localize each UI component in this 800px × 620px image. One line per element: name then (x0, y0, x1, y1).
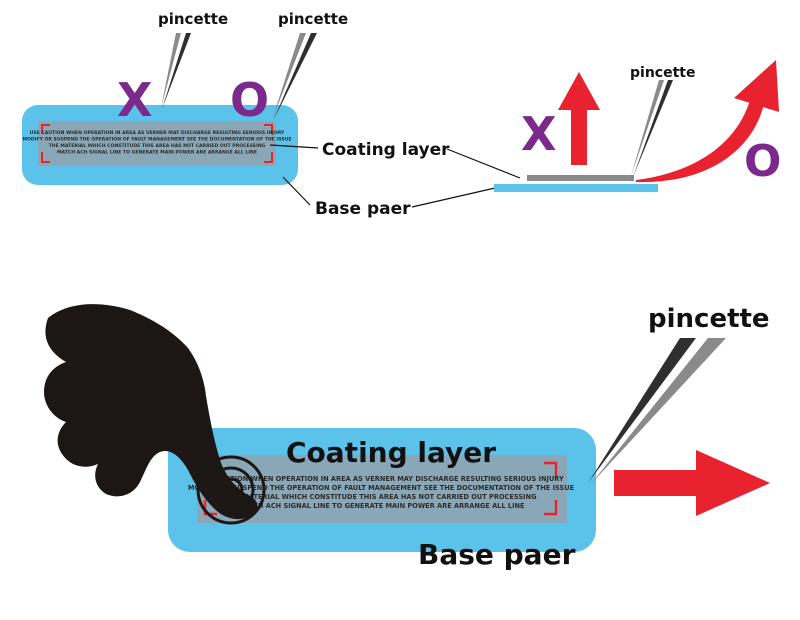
fine-print-line: USE CAUTION WHEN OPERATION IN AREA AS VE… (30, 130, 285, 136)
tweezers-icon (161, 33, 191, 109)
base-paper-label: Base paer (315, 199, 411, 219)
fine-print-line: MATCH ACH SIGNAL LINE TO GENERATE MAIN P… (57, 150, 257, 156)
coating-layer-label: Coating layer (322, 140, 450, 160)
hand-icon (44, 304, 258, 520)
base-paper-label-large: Base paer (418, 538, 576, 571)
corner-marks (41, 124, 273, 163)
pincette-label-large: pincette (648, 304, 770, 334)
wrong-mark: X (117, 73, 152, 127)
base-side-leader (411, 187, 496, 208)
fine-print-block: USE CAUTION WHEN OPERATION IN AREA AS VE… (22, 130, 291, 156)
correct-mark: O (230, 73, 269, 127)
base-paper-side (494, 184, 658, 192)
touch-ripple-icon (196, 455, 266, 525)
pincette-label-side: pincette (630, 65, 695, 81)
fine-print-line: USE CAUTION WHEN OPERATION IN AREA AS VE… (198, 475, 564, 483)
top-right-panel: pincette X O (411, 60, 781, 208)
up-arrow-icon (558, 72, 600, 165)
fine-print-block-large: USE CAUTION WHEN OPERATION IN AREA AS VE… (188, 475, 575, 510)
bottom-panel: USE CAUTION WHEN OPERATION IN AREA AS VE… (44, 304, 770, 571)
fine-print-line: MODIFY OR SUSPEND THE OPERATION OF FAULT… (22, 137, 291, 143)
fine-print-line: MODIFY OR SUSPEND THE OPERATION OF FAULT… (188, 484, 575, 492)
coating-leader-line (269, 144, 319, 149)
coating-layer-rect-large (197, 455, 567, 523)
coating-side-leader (446, 148, 521, 179)
pincette-label-right: pincette (278, 10, 348, 28)
curved-arrow-icon (636, 60, 779, 183)
coating-layer-rect (38, 121, 276, 166)
fine-print-line: MATCH ACH SIGNAL LINE TO GENERATE MAIN P… (237, 502, 525, 510)
wrong-mark-side: X (521, 107, 556, 161)
tweezers-icon (588, 338, 726, 485)
tweezers-icon (272, 33, 317, 121)
fine-print-line: THE MATERIAL WHICH CONSTITUDE THIS AREA … (49, 143, 266, 149)
coating-layer-label-large: Coating layer (286, 436, 496, 469)
top-left-panel: USE CAUTION WHEN OPERATION IN AREA AS VE… (22, 10, 450, 219)
right-arrow-icon (614, 450, 770, 516)
fine-print-line: THE MATERIAL WHICH CONSTITUDE THIS AREA … (226, 493, 537, 501)
tweezers-icon (631, 80, 673, 177)
coating-layer-side (527, 175, 634, 181)
base-leader-line (282, 176, 311, 206)
pincette-label-left: pincette (158, 10, 228, 28)
correct-mark-side: O (744, 136, 781, 187)
